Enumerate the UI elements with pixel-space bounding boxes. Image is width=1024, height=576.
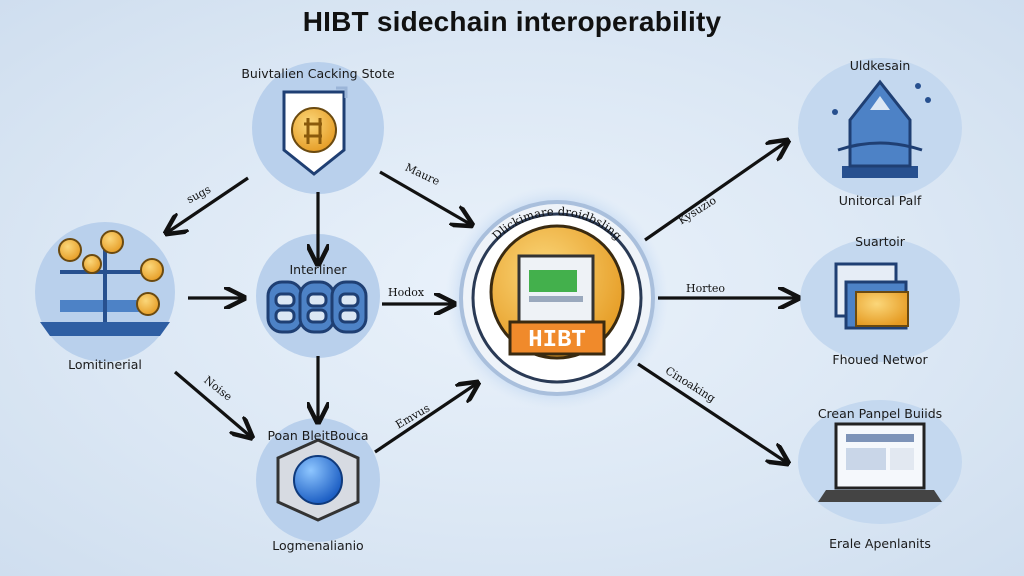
label-interliner: Interliner bbox=[289, 262, 347, 277]
label-fhoued: Fhoued Networ bbox=[832, 352, 928, 367]
edge-cinoaking bbox=[637, 362, 786, 462]
chain-link-icon bbox=[266, 280, 368, 334]
label-suartoir: Suartoir bbox=[855, 234, 905, 249]
edge-label-hodox: Hodox bbox=[388, 286, 425, 299]
coin-icon bbox=[58, 230, 164, 316]
label-erale: Erale Apenlanits bbox=[829, 536, 931, 551]
globe-icon bbox=[293, 455, 343, 505]
node-lomitinerial bbox=[35, 222, 175, 362]
node-uldkesain bbox=[798, 58, 962, 198]
diagram-title: HIBT sidechain interoperability bbox=[302, 6, 722, 37]
coin-icon bbox=[291, 107, 337, 153]
label-lomitinerial: Lomitinerial bbox=[68, 357, 142, 372]
edge-noise bbox=[173, 370, 250, 436]
node-interliner bbox=[256, 234, 380, 358]
edge-emvus bbox=[374, 384, 476, 454]
edge-label-horteo: Horteo bbox=[686, 282, 726, 295]
edge-kysuzio bbox=[644, 142, 786, 242]
label-logmenalianio: Logmenalianio bbox=[272, 538, 364, 553]
node-pool bbox=[256, 418, 380, 542]
label-pool: Poan BleitBouca bbox=[267, 428, 369, 443]
node-suartoir bbox=[800, 238, 960, 362]
node-hub bbox=[445, 186, 669, 410]
label-staking: Buivtalien Cacking Stote bbox=[241, 66, 395, 81]
node-crean bbox=[798, 400, 962, 524]
label-unitorcal: Unitorcal Palf bbox=[838, 193, 922, 208]
edges bbox=[168, 142, 796, 462]
label-uldkesain: Uldkesain bbox=[849, 58, 911, 73]
edge-sugs bbox=[168, 176, 249, 232]
label-crean: Crean Panpel Buiids bbox=[817, 406, 943, 421]
hub-badge-text: HIBT bbox=[528, 327, 586, 354]
edge-maure bbox=[379, 170, 470, 224]
node-staking bbox=[252, 62, 384, 194]
hibt-badge bbox=[508, 320, 606, 356]
